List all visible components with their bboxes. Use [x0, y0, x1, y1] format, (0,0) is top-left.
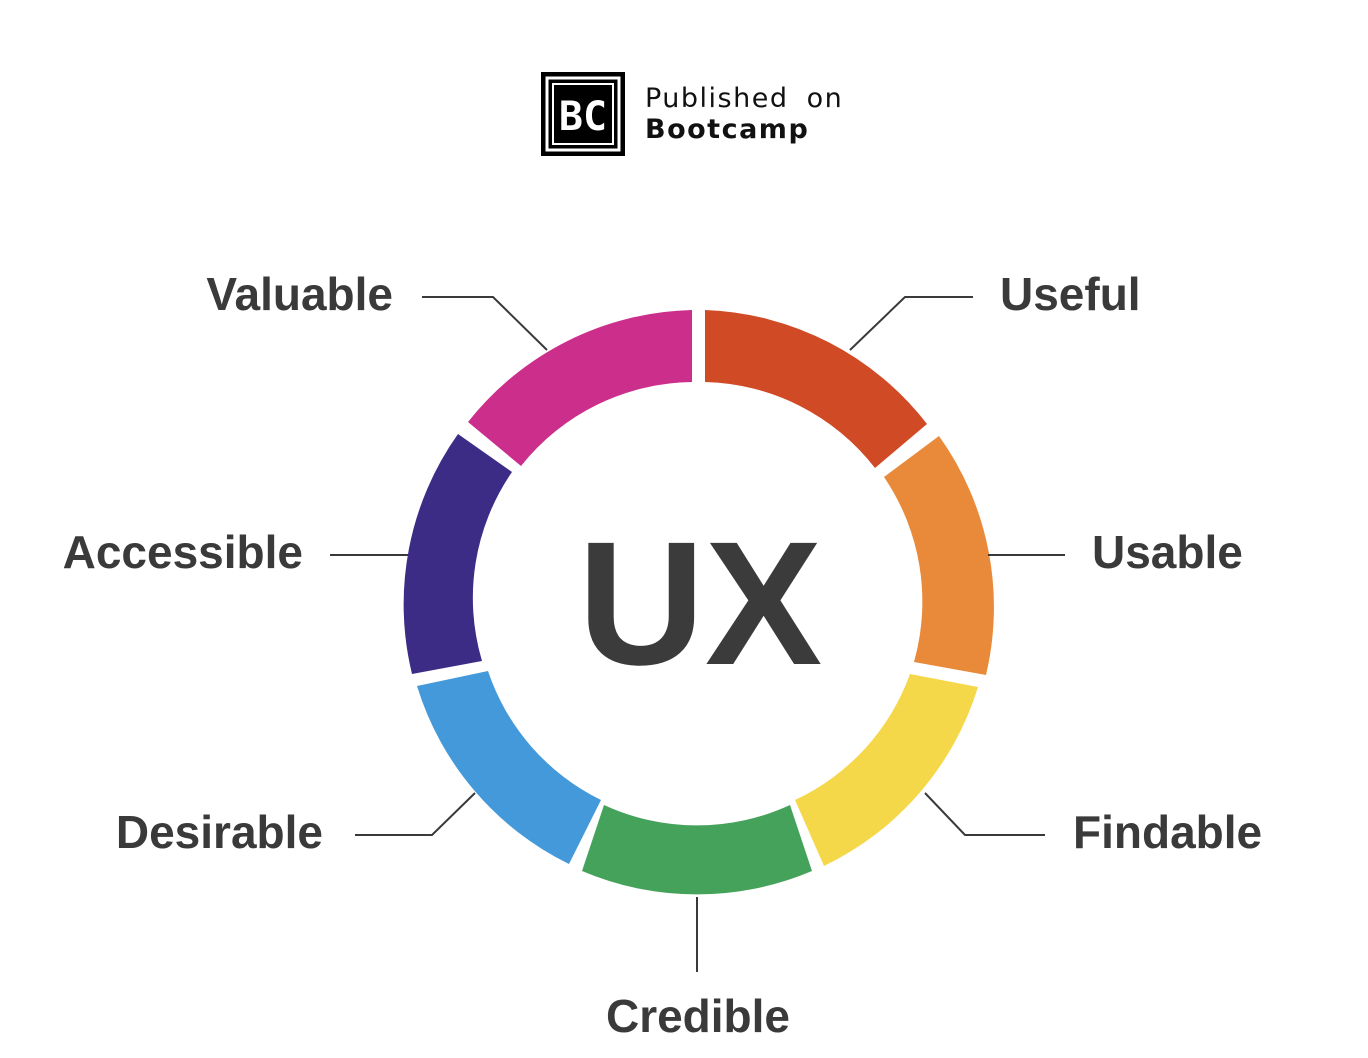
center-ux: UX — [578, 506, 823, 702]
label-findable: Findable — [1073, 806, 1262, 858]
label-useful: Useful — [1000, 268, 1141, 320]
segment-credible — [582, 805, 812, 895]
leader-findable — [924, 792, 1045, 836]
label-desirable: Desirable — [116, 806, 323, 858]
label-valuable: Valuable — [206, 268, 393, 320]
leader-useful — [849, 296, 973, 351]
label-usable: Usable — [1092, 526, 1243, 578]
segment-accessible — [403, 434, 512, 674]
segment-useful — [705, 310, 927, 468]
leader-desirable — [355, 792, 476, 836]
label-credible: Credible — [606, 990, 790, 1042]
leader-valuable — [422, 296, 548, 351]
published-badge[interactable]: BC Published on Bootcamp — [541, 72, 843, 156]
badge-text: Published on Bootcamp — [645, 83, 843, 145]
leader-lines — [330, 296, 1065, 972]
badge-published-on: Published on — [645, 83, 844, 114]
logo-text: BC — [559, 94, 607, 140]
segment-valuable — [468, 310, 692, 466]
badge-bootcamp: Bootcamp — [645, 114, 810, 145]
segment-findable — [795, 674, 978, 866]
label-accessible: Accessible — [63, 526, 303, 578]
segment-usable — [884, 436, 994, 675]
segment-desirable — [417, 671, 601, 864]
bootcamp-logo: BC — [541, 72, 625, 156]
